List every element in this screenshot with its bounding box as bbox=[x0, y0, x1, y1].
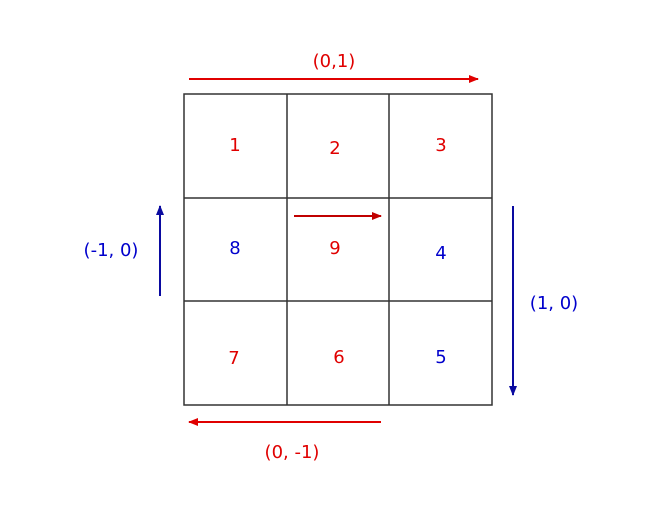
top-direction-label: (0,1) bbox=[313, 51, 356, 72]
bottom-direction-label: (0, -1) bbox=[265, 442, 320, 463]
cell-numbers: 1 2 3 8 9 4 7 6 5 bbox=[228, 135, 446, 369]
cell-label: 2 bbox=[329, 138, 340, 159]
cell-label: 4 bbox=[435, 243, 446, 264]
cell-label: 6 bbox=[333, 347, 344, 368]
cell-label: 5 bbox=[435, 347, 446, 368]
grid bbox=[183, 93, 493, 406]
grid-border bbox=[183, 93, 493, 406]
cell-label: 9 bbox=[329, 238, 340, 259]
cell-label: 1 bbox=[229, 135, 240, 156]
left-direction-label: (-1, 0) bbox=[84, 240, 139, 261]
right-direction-label: (1, 0) bbox=[530, 293, 578, 314]
cell-label: 8 bbox=[229, 238, 240, 259]
cell-label: 7 bbox=[228, 348, 239, 369]
cell-label: 3 bbox=[435, 135, 446, 156]
